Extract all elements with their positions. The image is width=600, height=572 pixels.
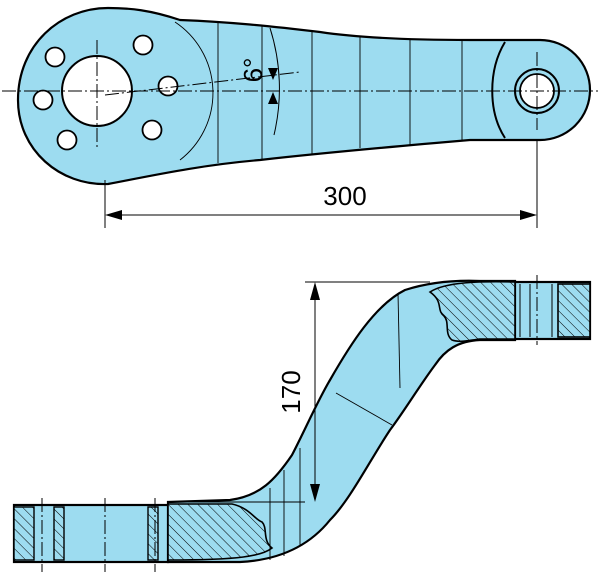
- section-lines: [217, 22, 463, 163]
- bolt-hole: [56, 129, 78, 151]
- bolt-hole: [32, 89, 54, 111]
- bolt-hole: [132, 34, 154, 56]
- side-view: 170: [12, 275, 592, 572]
- upper-section: [428, 280, 516, 343]
- arm-plan-outline: [16, 6, 592, 186]
- length-dimension: [104, 140, 538, 228]
- height-arrow-top: [310, 282, 320, 300]
- bolt-section: [13, 506, 35, 561]
- length-label: 300: [323, 181, 366, 211]
- crank-section-lines: [269, 292, 401, 560]
- height-label: 170: [276, 370, 306, 413]
- side-center-lines: [41, 275, 538, 572]
- bolt-section: [53, 506, 65, 561]
- angle-arrow-bottom: [268, 92, 278, 104]
- bolt-hole: [141, 119, 163, 141]
- bolt-section: [147, 506, 159, 561]
- bolt-hole: [44, 46, 66, 68]
- length-arrow-right: [520, 210, 537, 220]
- lower-flange: [12, 503, 170, 564]
- length-arrow-left: [105, 210, 122, 220]
- height-arrow-bottom: [310, 484, 320, 502]
- bolt-hole: [157, 75, 179, 97]
- height-dimension: [175, 281, 430, 503]
- upper-bore-section: [557, 283, 591, 338]
- angle-arrow-top: [268, 68, 278, 80]
- angle-arc: [269, 27, 280, 136]
- lower-section: [167, 503, 274, 561]
- angle-label: 6°: [238, 58, 268, 83]
- flange-arc: [174, 21, 214, 161]
- center-lines: [2, 40, 598, 150]
- top-view: 6° 300: [2, 6, 598, 228]
